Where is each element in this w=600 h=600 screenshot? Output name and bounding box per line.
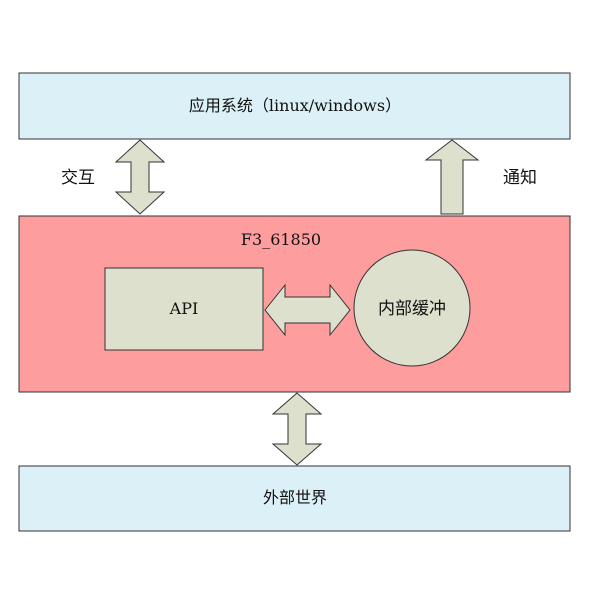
f3-61850-title: F3_61850 xyxy=(241,230,321,249)
app-system-label: 应用系统（linux/windows） xyxy=(189,96,401,115)
external-double-arrow xyxy=(271,392,323,466)
external-world-box xyxy=(18,465,571,532)
api-box xyxy=(104,267,264,351)
internal-buffer-circle xyxy=(353,249,471,367)
internal-buffer-label: 内部缓冲 xyxy=(378,299,446,319)
external-world-label: 外部世界 xyxy=(263,488,327,507)
interact-label: 交互 xyxy=(61,168,95,188)
interact-double-arrow xyxy=(114,139,166,215)
api-label: API xyxy=(169,299,199,318)
notify-up-arrow xyxy=(424,139,480,215)
notify-label: 通知 xyxy=(503,168,537,188)
app-system-box xyxy=(18,72,571,140)
api-buffer-double-arrow xyxy=(264,283,351,337)
